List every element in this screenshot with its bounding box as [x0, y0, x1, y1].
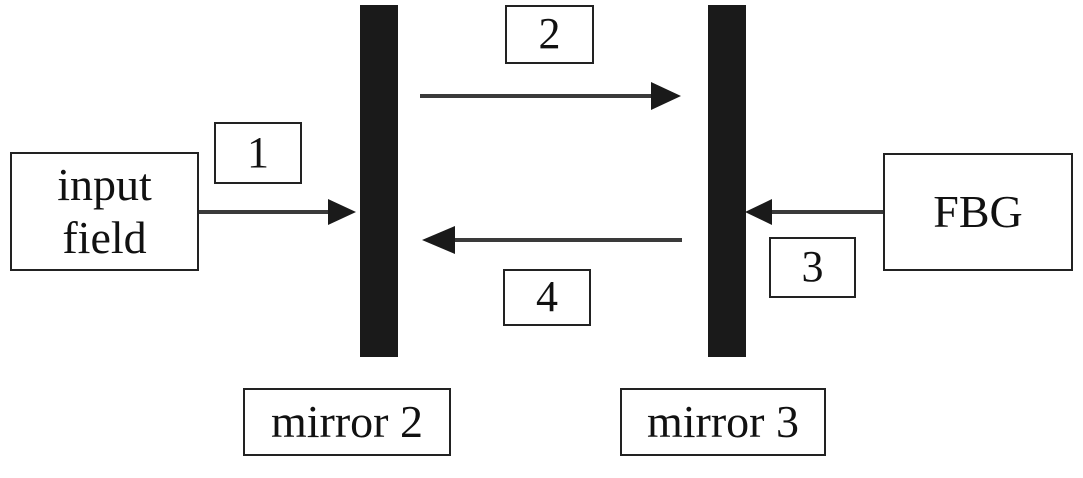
arrow-3	[745, 199, 883, 225]
step-3-label: 3	[801, 242, 824, 292]
step-1-box: 1	[214, 122, 302, 184]
step-2-label: 2	[538, 9, 561, 59]
arrow-1	[198, 199, 356, 225]
mirror-3-bar	[708, 5, 746, 357]
step-4-label: 4	[536, 272, 558, 322]
fbg-label: FBG	[933, 185, 1023, 237]
arrow-2	[420, 82, 681, 110]
mirror-3-label-box: mirror 3	[620, 388, 826, 456]
step-1-label: 1	[247, 127, 269, 177]
mirror-2-label: mirror 2	[270, 395, 423, 447]
mirror-2-bar	[360, 5, 398, 357]
step-3-box: 3	[769, 237, 856, 298]
mirror-2-label-box: mirror 2	[243, 388, 451, 456]
fbg-box: FBG	[883, 153, 1073, 271]
step-4-box: 4	[503, 269, 591, 326]
step-2-box: 2	[505, 5, 594, 64]
input-field-line-1: input	[57, 158, 152, 210]
arrow-4	[422, 226, 682, 254]
input-field-line-2: field	[62, 211, 147, 263]
input-field-box: input field	[10, 152, 199, 271]
mirror-3-label: mirror 3	[646, 395, 799, 447]
